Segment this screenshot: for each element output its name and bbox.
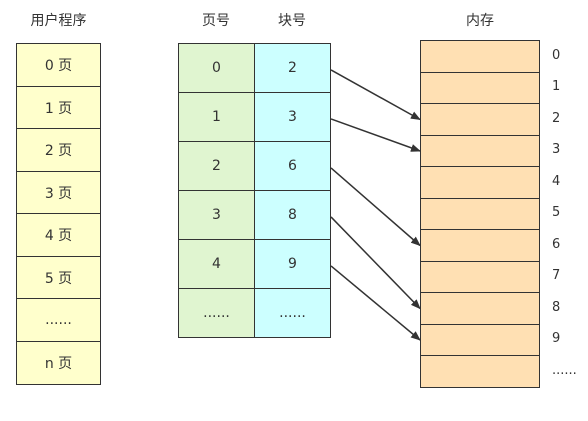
memory-block-2 — [420, 103, 540, 136]
page-table-row: ............ — [178, 288, 331, 338]
memory-block-9 — [420, 323, 540, 357]
block-number-cell: ...... — [254, 288, 331, 338]
page-number-cell: 3 — [178, 190, 255, 240]
user-program-title: 用户程序 — [30, 13, 87, 29]
block-number-cell: 6 — [254, 141, 331, 191]
memory-label-9: 9 — [552, 331, 561, 346]
memory-title: 内存 — [466, 13, 494, 29]
page-number-cell: 1 — [178, 92, 255, 142]
memory-block-8 — [420, 292, 540, 325]
memory-block-6 — [420, 229, 540, 262]
memory-label-4: 4 — [552, 173, 561, 189]
block-number-cell: 2 — [254, 43, 331, 93]
memory-block-4 — [420, 166, 540, 199]
memory-label-8: 8 — [552, 299, 561, 315]
memory-label-1: 1 — [552, 79, 561, 94]
user-page-7: n 页 — [16, 340, 101, 385]
page-number-title: 页号 — [202, 13, 230, 29]
page-number-cell: ...... — [178, 288, 255, 338]
user-page-3: 3 页 — [16, 170, 101, 215]
memory-label-3: 3 — [552, 142, 561, 157]
memory-label-5: 5 — [552, 205, 561, 220]
memory-label-6: 6 — [552, 236, 561, 252]
user-page-6: ...... — [16, 298, 101, 342]
block-number-cell: 9 — [254, 239, 331, 289]
block-number-cell: 8 — [254, 190, 331, 240]
memory-column — [420, 40, 540, 388]
memory-label-2: 2 — [552, 110, 561, 126]
mapping-arrow-3 — [330, 216, 421, 310]
mapping-arrow-1 — [330, 118, 421, 152]
block-number-cell: 3 — [254, 92, 331, 142]
memory-label-7: 7 — [552, 268, 561, 283]
mapping-arrow-0 — [330, 69, 421, 121]
user-page-5: 5 页 — [16, 255, 101, 300]
mapping-arrow-2 — [330, 167, 421, 247]
user-page-2: 2 页 — [16, 128, 101, 172]
block-number-title: 块号 — [278, 13, 306, 29]
mapping-arrow-4 — [330, 265, 421, 341]
memory-block-5 — [420, 197, 540, 231]
memory-block-10 — [420, 355, 540, 388]
memory-label-0: 0 — [552, 47, 561, 63]
user-page-4: 4 页 — [16, 213, 101, 257]
page-number-cell: 2 — [178, 141, 255, 191]
memory-label-10: ...... — [552, 362, 577, 378]
memory-block-3 — [420, 134, 540, 168]
page-number-cell: 0 — [178, 43, 255, 93]
user-page-0: 0 页 — [16, 43, 101, 87]
